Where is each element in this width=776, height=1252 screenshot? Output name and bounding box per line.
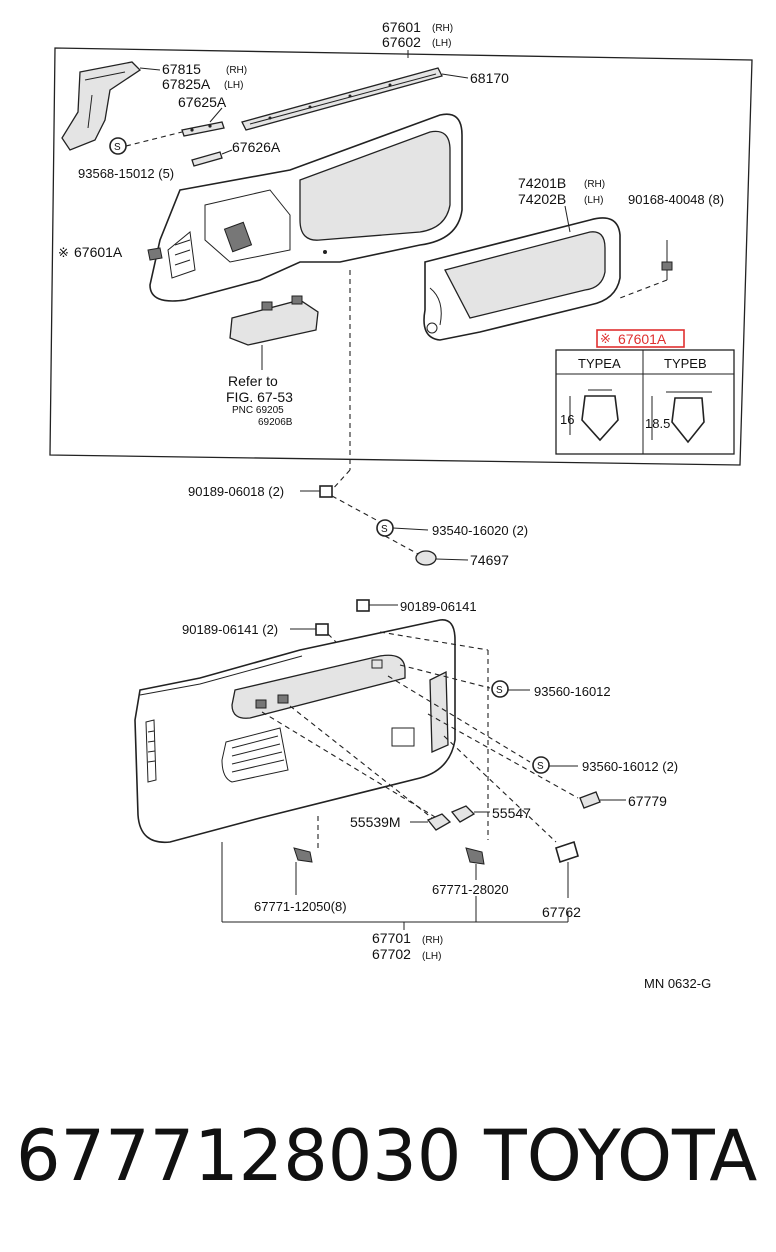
part-67762: 67762: [542, 904, 581, 920]
refer-line1: Refer to: [228, 373, 278, 389]
brand-caption: TOYOTA: [483, 1115, 757, 1197]
armrest-trim-74201b: [423, 205, 621, 341]
part-68170: 68170: [470, 70, 509, 86]
upper-assembly-frame: [49, 47, 753, 466]
clip-67771-12050: [293, 847, 313, 895]
clip-dim-a: 16: [560, 412, 574, 427]
part-93540-16020: 93540-16020 (2): [432, 523, 528, 538]
part-93560-16012-2: 93560-16012 (2): [582, 759, 678, 774]
part-93560-16012: 93560-16012: [534, 684, 611, 699]
assembly-side-lh: (LH): [432, 38, 451, 49]
assembly-bracket-lower: [221, 842, 569, 930]
part-55539m: 55539M: [350, 814, 401, 830]
screw-93560-b: S: [532, 756, 578, 774]
part-74202b-side: (LH): [584, 195, 603, 206]
lower-door-panel: [134, 619, 456, 844]
clip-55539m: [410, 813, 452, 831]
highlight-box: [596, 329, 685, 348]
assembly-label-rh: 67601: [382, 19, 421, 35]
svg-text:S: S: [537, 761, 544, 772]
part-67625a: 67625A: [178, 94, 227, 110]
clip-90189-06141-top: [356, 599, 398, 612]
assembly-label-lh: 67602: [382, 34, 421, 50]
part-74697: 74697: [470, 552, 509, 568]
part-67702-side: (LH): [422, 951, 441, 962]
s-mark-icon: [532, 756, 550, 774]
moulding-68170: [241, 67, 469, 131]
part-67771-28020: 67771-28020: [432, 882, 509, 897]
s-mark-icon: [491, 680, 509, 698]
svg-text:S: S: [381, 524, 388, 535]
cap-74697: [415, 550, 469, 566]
part-90168-40048: 90168-40048 (8): [628, 192, 724, 207]
diagram-code: MN 0632-G: [644, 976, 711, 991]
part-74202b: 74202B: [518, 191, 566, 207]
part-90189-06018: 90189-06018 (2): [188, 484, 284, 499]
part-number-caption: 6777128030: [16, 1115, 461, 1197]
part-67601a-highlight: 67601A: [618, 331, 667, 347]
part-90189-06141-2: 90189-06141 (2): [182, 622, 278, 637]
part-67771-12050: 67771-12050(8): [254, 899, 347, 914]
clip-type-b: TYPEB: [664, 356, 707, 371]
clip-type-table: TYPEA TYPEB 16 18.5: [555, 349, 735, 455]
clip-dim-b: 18.5: [645, 416, 670, 431]
clip-55547: [450, 805, 490, 823]
clip-67779: [579, 791, 626, 809]
svg-text:S: S: [114, 142, 121, 153]
clip-type-a: TYPEA: [578, 356, 621, 371]
clip-90189-06018: [300, 485, 381, 523]
part-74201b: 74201B: [518, 175, 566, 191]
refer-pnc2: 69206B: [258, 417, 293, 428]
part-55547: 55547: [492, 805, 531, 821]
part-67701: 67701: [372, 930, 411, 946]
upper-door-panel: [149, 113, 463, 302]
screw-93560-a: S: [491, 680, 530, 698]
cap-67762: [555, 840, 579, 898]
part-67702: 67702: [372, 946, 411, 962]
part-67825a-side: (LH): [224, 80, 243, 91]
bracket-67625a: [181, 107, 225, 137]
pull-handle-part: [61, 61, 161, 151]
screw-90168: [619, 240, 673, 299]
part-74201b-side: (RH): [584, 179, 605, 190]
note-mark-icon: ※: [58, 245, 69, 260]
refer-line2: FIG. 67-53: [226, 389, 293, 405]
bracket-67626a: [191, 149, 233, 167]
svg-text:S: S: [496, 685, 503, 696]
part-93568-15012: 93568-15012 (5): [78, 166, 174, 181]
screw-93540: S: [376, 519, 429, 556]
screw-93568: S: [109, 131, 183, 155]
part-90189-06141: 90189-06141: [400, 599, 477, 614]
part-67815-side: (RH): [226, 65, 247, 76]
highlight-note-mark: ※: [600, 331, 611, 346]
switch-base: [229, 295, 319, 370]
part-67701-side: (RH): [422, 935, 443, 946]
assembly-side-rh: (RH): [432, 23, 453, 34]
clip-67601a-left: [147, 247, 163, 261]
part-67779: 67779: [628, 793, 667, 809]
part-67626a: 67626A: [232, 139, 281, 155]
clip-67771-28020: [465, 847, 485, 880]
clip-90189-06141-left: [290, 623, 341, 647]
refer-pnc1: PNC 69205: [232, 405, 284, 416]
part-67601a-left: 67601A: [74, 244, 123, 260]
part-67825a: 67825A: [162, 76, 211, 92]
part-67815: 67815: [162, 61, 201, 77]
